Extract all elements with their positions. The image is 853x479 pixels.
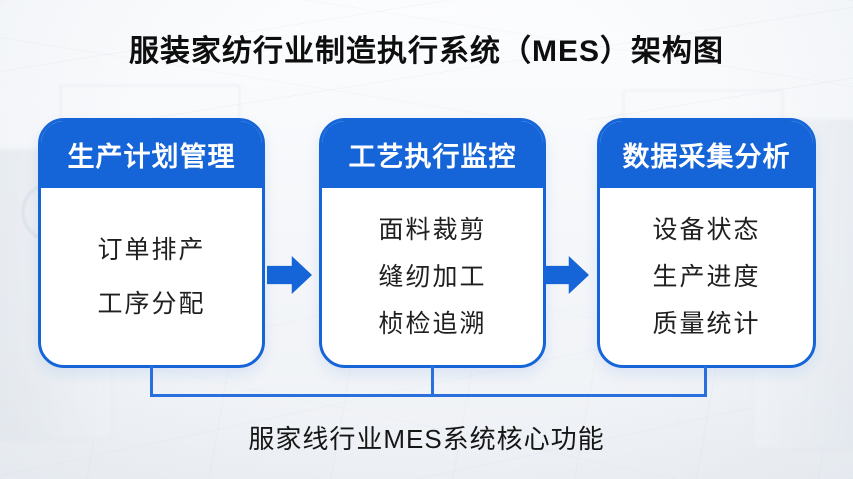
card-item: 设备状态 xyxy=(652,215,761,244)
connector-stub-middle xyxy=(431,366,434,396)
card-header: 生产计划管理 xyxy=(41,121,262,188)
card-header: 数据采集分析 xyxy=(600,121,813,188)
card-item: 桢检追溯 xyxy=(378,309,487,338)
card-body: 设备状态 生产进度 质量统计 xyxy=(600,188,813,365)
connector-stub-left xyxy=(150,366,153,396)
card-item: 工序分配 xyxy=(97,289,206,318)
card-body: 订单排产 工序分配 xyxy=(41,188,262,365)
card-item: 生产进度 xyxy=(652,262,761,291)
card-process-execution-monitoring: 工艺执行监控 面料裁剪 缝纫加工 桢检追溯 xyxy=(319,118,546,368)
card-body: 面料裁剪 缝纫加工 桢检追溯 xyxy=(322,188,543,365)
card-production-planning: 生产计划管理 订单排产 工序分配 xyxy=(38,118,265,368)
card-header: 工艺执行监控 xyxy=(322,121,543,188)
card-item: 缝纫加工 xyxy=(378,262,487,291)
card-data-collection-analysis: 数据采集分析 设备状态 生产进度 质量统计 xyxy=(597,118,816,368)
connector-stub-right xyxy=(704,366,707,396)
arrow-right-icon xyxy=(544,256,589,294)
card-item: 面料裁剪 xyxy=(378,215,487,244)
card-item: 订单排产 xyxy=(97,235,206,264)
page-title: 服装家纺行业制造执行系统（MES）架构图 xyxy=(128,35,724,68)
arrow-right-icon xyxy=(267,256,312,294)
diagram-caption: 服家线行业MES系统核心功能 xyxy=(248,424,605,454)
card-item: 质量统计 xyxy=(652,309,761,338)
connector-rail xyxy=(150,394,707,397)
